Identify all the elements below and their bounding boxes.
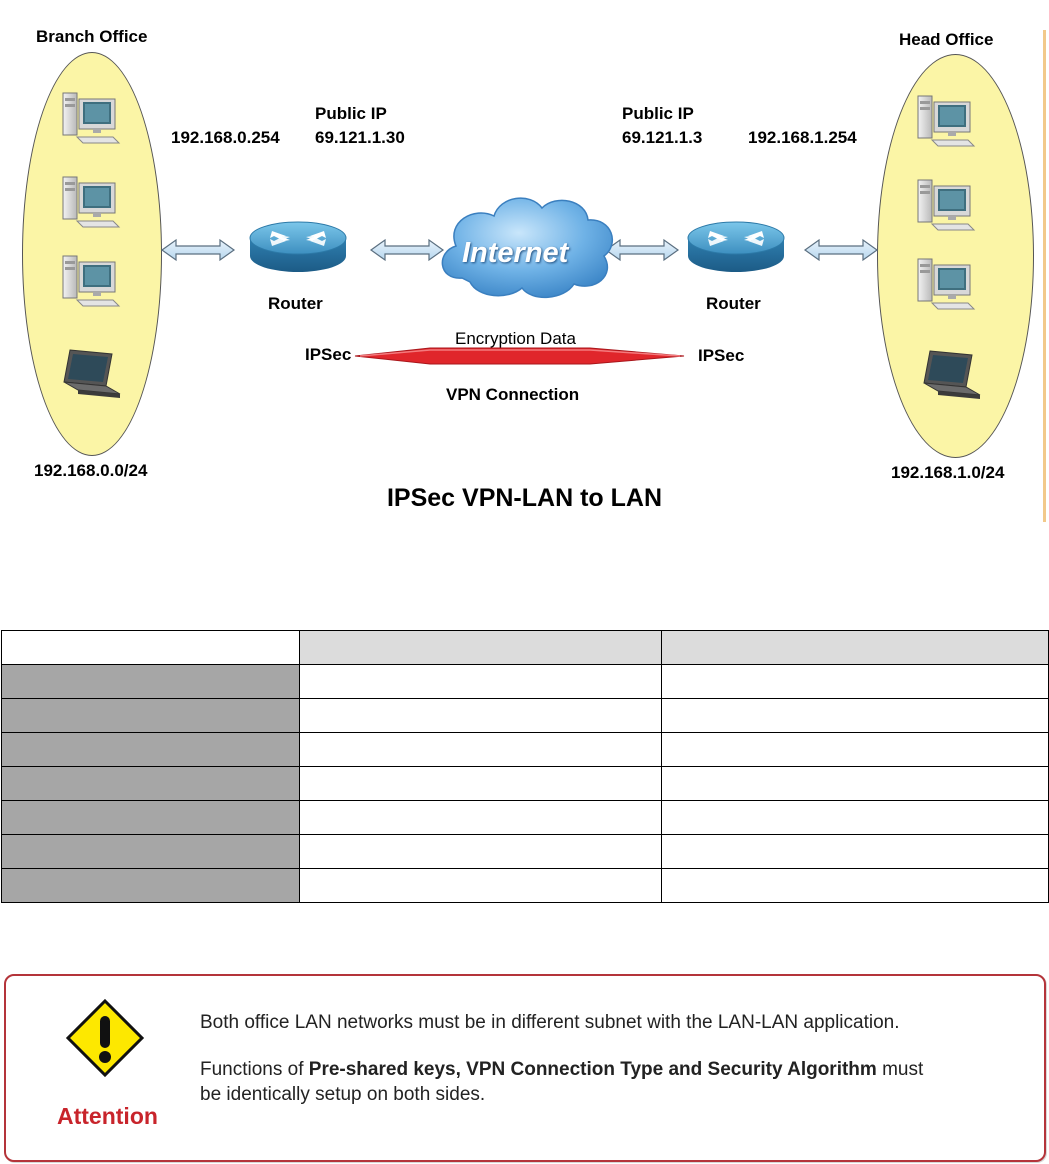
table-cell <box>299 800 662 835</box>
desktop-computer-icon <box>62 255 120 307</box>
branch-subnet-label: 192.168.0.0/24 <box>34 461 148 480</box>
head-subnet-label: 192.168.1.0/24 <box>891 463 1005 482</box>
internet-label: Internet <box>462 237 569 269</box>
table-cell <box>299 698 662 733</box>
table-label-cell <box>1 868 300 903</box>
branch-public-ip-label: Public IP <box>315 104 387 123</box>
table-header-row <box>1 630 1049 665</box>
table-cell <box>299 834 662 869</box>
vpn-tunnel-arrow <box>354 347 685 365</box>
warning-icon <box>65 998 145 1078</box>
ipsec-left-label: IPSec <box>305 345 352 364</box>
table-label-cell <box>1 766 300 801</box>
internet-cloud-icon <box>441 197 614 299</box>
table-cell <box>661 664 1049 699</box>
router-left-label: Router <box>268 294 323 313</box>
desktop-computer-icon <box>917 179 975 231</box>
head-public-ip: 69.121.1.3 <box>622 128 703 147</box>
page-edge-rule <box>1043 30 1046 522</box>
table-cell <box>661 732 1049 767</box>
diagram-graphics <box>62 92 981 400</box>
head-office-title: Head Office <box>899 30 994 49</box>
desktop-computer-icon <box>917 258 975 310</box>
table-cell <box>661 834 1049 869</box>
table-header-cell <box>1 630 300 665</box>
table-cell <box>299 868 662 903</box>
attention-line-2-post: must <box>876 1059 924 1080</box>
table-header-cell <box>299 630 662 665</box>
ipsec-diagram: Branch Office Head Office Public IP 192.… <box>0 0 1049 530</box>
laptop-icon <box>923 350 981 400</box>
table-row <box>1 732 1049 767</box>
table-cell <box>661 698 1049 733</box>
attention-line-1: Both office LAN networks must be in diff… <box>200 1012 900 1033</box>
head-public-ip-label: Public IP <box>622 104 694 123</box>
double-arrow-icon <box>370 239 444 261</box>
table-row <box>1 834 1049 869</box>
table-cell <box>661 766 1049 801</box>
table-row <box>1 664 1049 699</box>
table-cell <box>661 800 1049 835</box>
branch-office-title: Branch Office <box>36 27 148 46</box>
desktop-computer-icon <box>62 92 120 144</box>
table-row <box>1 868 1049 903</box>
table-label-cell <box>1 834 300 869</box>
table-label-cell <box>1 698 300 733</box>
encryption-data-label: Encryption Data <box>455 329 576 348</box>
table-cell <box>299 766 662 801</box>
desktop-computer-icon <box>62 176 120 228</box>
attention-line-2-pre: Functions of <box>200 1059 309 1080</box>
attention-label: Attention <box>57 1103 158 1129</box>
table-row <box>1 698 1049 733</box>
table-row <box>1 800 1049 835</box>
router-icon <box>249 221 347 273</box>
laptop-icon <box>63 349 121 399</box>
desktop-computer-icon <box>917 95 975 147</box>
router-right-label: Router <box>706 294 761 313</box>
table-cell <box>299 732 662 767</box>
attention-line-3: be identically setup on both sides. <box>200 1084 486 1105</box>
double-arrow-icon <box>161 239 235 261</box>
table-label-cell <box>1 664 300 699</box>
table-label-cell <box>1 800 300 835</box>
table-cell <box>661 868 1049 903</box>
double-arrow-icon <box>804 239 878 261</box>
head-gateway-ip: 192.168.1.254 <box>748 128 857 147</box>
double-arrow-icon <box>605 239 679 261</box>
router-icon <box>687 221 785 273</box>
table-label-cell <box>1 732 300 767</box>
table-header-cell <box>661 630 1049 665</box>
attention-line-2-bold: Pre-shared keys, VPN Connection Type and… <box>308 1059 877 1080</box>
diagram-title: IPSec VPN-LAN to LAN <box>386 484 663 512</box>
table-row <box>1 766 1049 801</box>
attention-line-2: Functions of Pre-shared keys, VPN Connec… <box>200 1058 923 1082</box>
ipsec-right-label: IPSec <box>698 346 745 365</box>
branch-gateway-ip: 192.168.0.254 <box>171 128 280 147</box>
settings-table <box>1 630 1049 903</box>
attention-box: Attention Both office LAN networks must … <box>4 974 1046 1162</box>
branch-public-ip: 69.121.1.30 <box>315 128 405 147</box>
vpn-connection-label: VPN Connection <box>446 385 580 404</box>
table-cell <box>299 664 662 699</box>
